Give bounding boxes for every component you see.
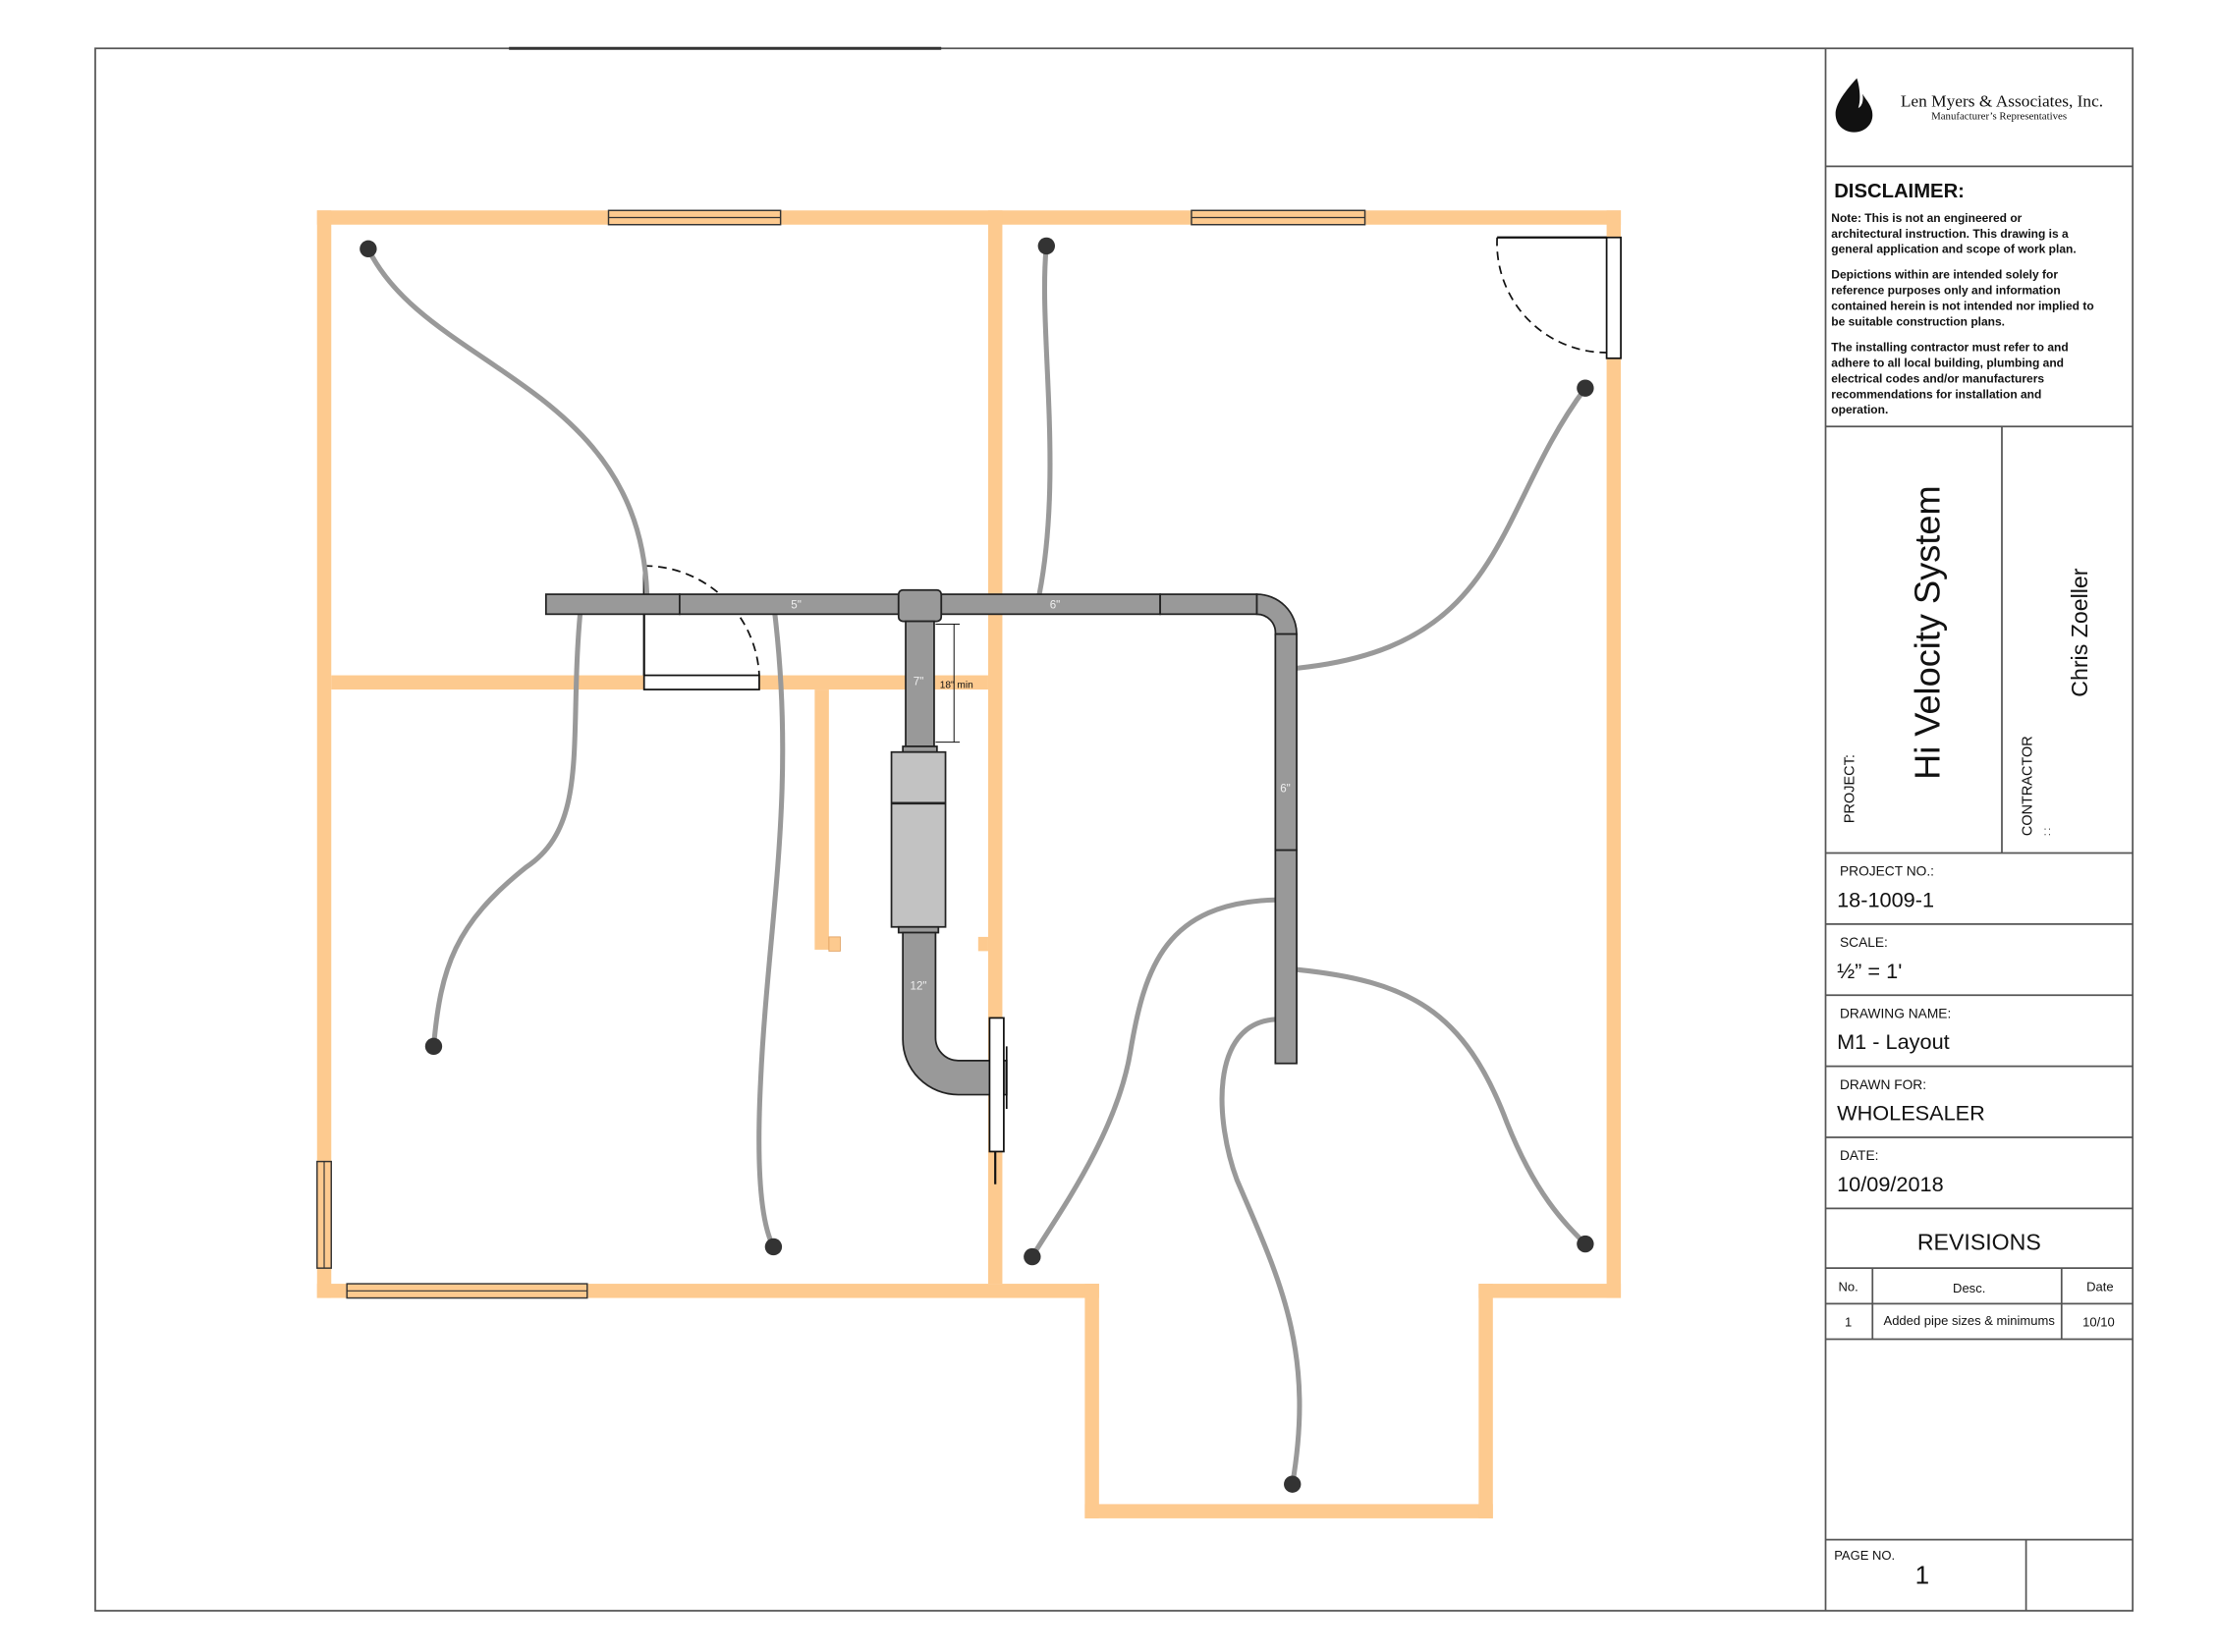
company-tagline: Manufacturer’s Representatives [1931, 111, 2067, 123]
duct-label-5in: 5" [791, 600, 802, 612]
outlet [1577, 379, 1594, 397]
drawing-name-label: DRAWING NAME: [1840, 1006, 1951, 1020]
flex-ducts [365, 243, 1588, 1487]
revisions-header-date: Date [2086, 1279, 2114, 1294]
svg-text:recommendations for installati: recommendations for installation and [1831, 387, 2041, 401]
outlet [1284, 1475, 1302, 1493]
revisions-title: REVISIONS [1917, 1229, 2041, 1254]
return-grille [988, 1017, 1005, 1153]
disclaimer-title: DISCLAIMER: [1834, 181, 1965, 202]
contractor-sub: : : [2042, 828, 2053, 836]
revisions-header-desc: Desc. [1953, 1281, 1985, 1295]
drawn-for-value: WHOLESALER [1837, 1101, 1985, 1126]
door-top-right [1605, 236, 1622, 359]
outlet [1577, 1235, 1594, 1253]
duct-label-7in: 7" [914, 677, 924, 688]
contractor-name: Chris Zoeller [2067, 568, 2092, 696]
company-name: Len Myers & Associates, Inc. [1901, 92, 2103, 111]
scale-label: SCALE: [1840, 935, 1888, 950]
tee-fitting [897, 588, 943, 623]
return-duct [902, 931, 1008, 1096]
drawing-name-value: M1 - Layout [1837, 1029, 1950, 1054]
supply-drop [905, 620, 935, 747]
drawn-for-label: DRAWN FOR: [1840, 1077, 1926, 1092]
title-block: Len Myers & Associates, Inc. Manufacture… [1824, 48, 2134, 1611]
outlet [360, 240, 377, 258]
contractor-label: CONTRACTOR [2020, 736, 2035, 836]
project-no-label: PROJECT NO.: [1840, 864, 1934, 879]
windows [316, 209, 1366, 1299]
duct-system: 5" 6" 6" 7" 12" 18" min [544, 588, 1298, 1184]
elbow [1255, 593, 1298, 635]
main-duct-end [544, 593, 681, 616]
duct-label-6in: 6" [1050, 600, 1061, 612]
outlet [764, 1238, 783, 1256]
walls [316, 210, 1622, 1518]
air-handler [890, 750, 947, 928]
project-label: PROJECT: [1842, 754, 1858, 823]
date-label: DATE: [1840, 1148, 1878, 1163]
svg-text:contained herein is not intend: contained herein is not intended nor imp… [1831, 300, 2093, 313]
main-duct-5in [679, 593, 900, 616]
svg-text:electrical codes and/or manufa: electrical codes and/or manufacturers [1831, 371, 2044, 385]
duct-label-12in: 12" [911, 980, 927, 992]
svg-text:operation.: operation. [1831, 403, 1888, 416]
svg-text:Note: This is not an engineere: Note: This is not an engineered or [1831, 211, 2022, 225]
svg-text:adhere to all local building,: adhere to all local building, plumbing a… [1831, 356, 2064, 369]
sheet-border [94, 47, 2135, 1612]
doors [642, 236, 1622, 690]
floor-plan: 5" 6" 6" 7" 12" 18" min [316, 209, 1622, 1518]
riser-duct [1274, 633, 1298, 852]
table-row: 1 Added pipe sizes & minimums 10/10 [1845, 1313, 2115, 1329]
svg-text:general application and scope: general application and scope of work pl… [1831, 243, 2076, 256]
page-no-label: PAGE NO. [1834, 1548, 1895, 1563]
outlet [424, 1037, 443, 1056]
svg-text:architectural instruction. Thi: architectural instruction. This drawing … [1831, 227, 2069, 241]
project-name: Hi Velocity System [1907, 485, 1947, 780]
disclaimer-text: Note: This is not an engineered or archi… [1831, 211, 2093, 416]
revisions-header-no: No. [1839, 1279, 1858, 1294]
scale-value: ½” = 1' [1837, 959, 1902, 983]
page-no-value: 1 [1915, 1560, 1930, 1589]
svg-text:be suitable construction plans: be suitable construction plans. [1831, 315, 2005, 329]
svg-text:reference purposes only and in: reference purposes only and information [1831, 284, 2060, 298]
company-logo: Len Myers & Associates, Inc. Manufacture… [1835, 78, 2103, 133]
date-value: 10/09/2018 [1837, 1172, 1944, 1196]
svg-text:The installing contractor must: The installing contractor must refer to … [1831, 341, 2068, 355]
duct-label-riser: 6" [1280, 783, 1291, 795]
dimension-label: 18" min [940, 681, 973, 691]
revisions-table: No. Desc. Date 1 Added pipe sizes & mini… [1839, 1279, 2115, 1329]
door-middle [642, 674, 760, 690]
outlet [1024, 1247, 1041, 1266]
project-no-value: 18-1009-1 [1837, 888, 1934, 912]
outlets [360, 237, 1594, 1493]
svg-text:1: 1 [1845, 1314, 1852, 1329]
outlet [1037, 237, 1055, 255]
min-dimension [935, 623, 961, 743]
svg-text:Added pipe sizes & minimums: Added pipe sizes & minimums [1884, 1313, 2056, 1328]
svg-text:Depictions within are intended: Depictions within are intended solely fo… [1831, 268, 2058, 282]
flame-icon [1835, 78, 1873, 133]
svg-text:10/10: 10/10 [2082, 1314, 2115, 1329]
